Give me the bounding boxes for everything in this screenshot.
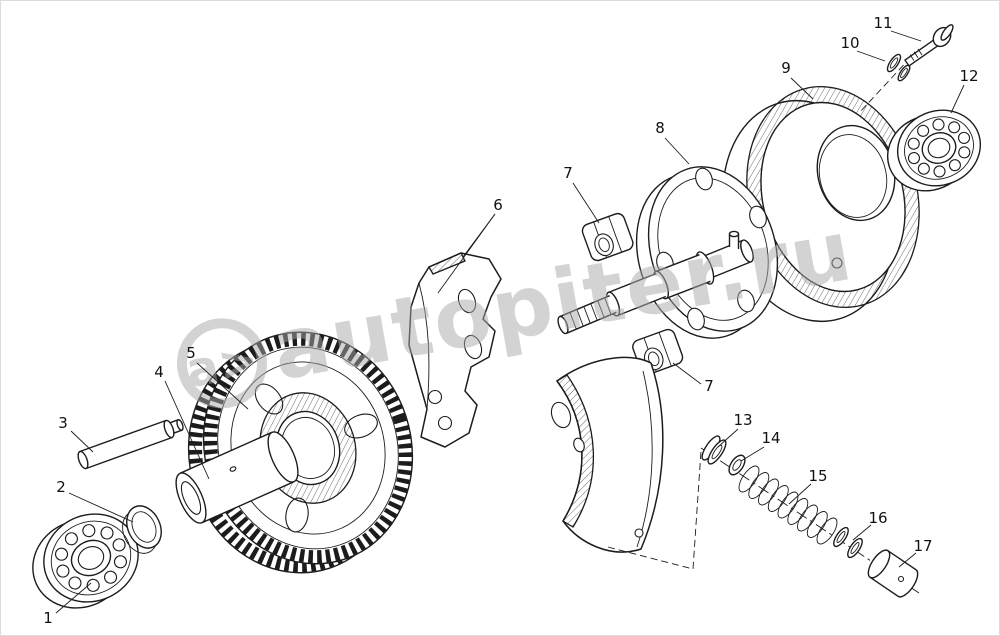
callout-label-8: 8	[655, 119, 665, 137]
part-washer-10	[886, 53, 911, 82]
callout-label-9: 9	[781, 59, 791, 77]
callout-label-14: 14	[761, 429, 780, 447]
callout-label-17: 17	[913, 537, 932, 555]
callout-label-10: 10	[840, 34, 859, 52]
callout-label-12: 12	[959, 67, 978, 85]
watermark-logo-text: a>	[182, 331, 263, 399]
callout-label-16: 16	[868, 509, 887, 527]
part-washer-14	[728, 454, 746, 476]
part-bearing-right	[886, 109, 982, 192]
part-pin	[77, 418, 184, 470]
part-counterweight-lower	[550, 356, 664, 553]
part-rings-16	[833, 526, 863, 559]
leader-lines	[55, 30, 965, 614]
shaft-key-pin	[728, 230, 740, 249]
part-hub-sleeve	[175, 431, 299, 524]
part-nut-upper	[581, 212, 634, 262]
part-spacer-ring	[122, 505, 162, 554]
watermark-text: autopiter.ru	[265, 201, 860, 399]
part-bearing-left	[32, 513, 139, 609]
part-washer-13	[701, 435, 727, 465]
part-counterweight-bracket	[408, 252, 502, 448]
callout-label-7b: 7	[704, 377, 714, 395]
callout-label-11: 11	[873, 14, 892, 32]
callout-label-7a: 7	[563, 164, 573, 182]
part-balancer-shaft	[557, 230, 754, 335]
callout-labels: 1 2 3 4 5 6 7 7 8 9 10 11 12 13 14 15 16…	[43, 14, 978, 627]
callout-label-3: 3	[58, 414, 68, 432]
callout-label-6: 6	[493, 196, 503, 214]
callout-label-13: 13	[733, 411, 752, 429]
callout-label-1: 1	[43, 609, 53, 627]
callout-label-4: 4	[154, 363, 164, 381]
watermark-logo-circle	[176, 318, 267, 409]
part-bolt	[904, 24, 954, 67]
part-spring	[738, 465, 838, 545]
callout-label-15: 15	[808, 467, 827, 485]
callout-label-5: 5	[186, 344, 196, 362]
callout-label-2: 2	[56, 478, 66, 496]
thread-marks	[569, 297, 612, 329]
